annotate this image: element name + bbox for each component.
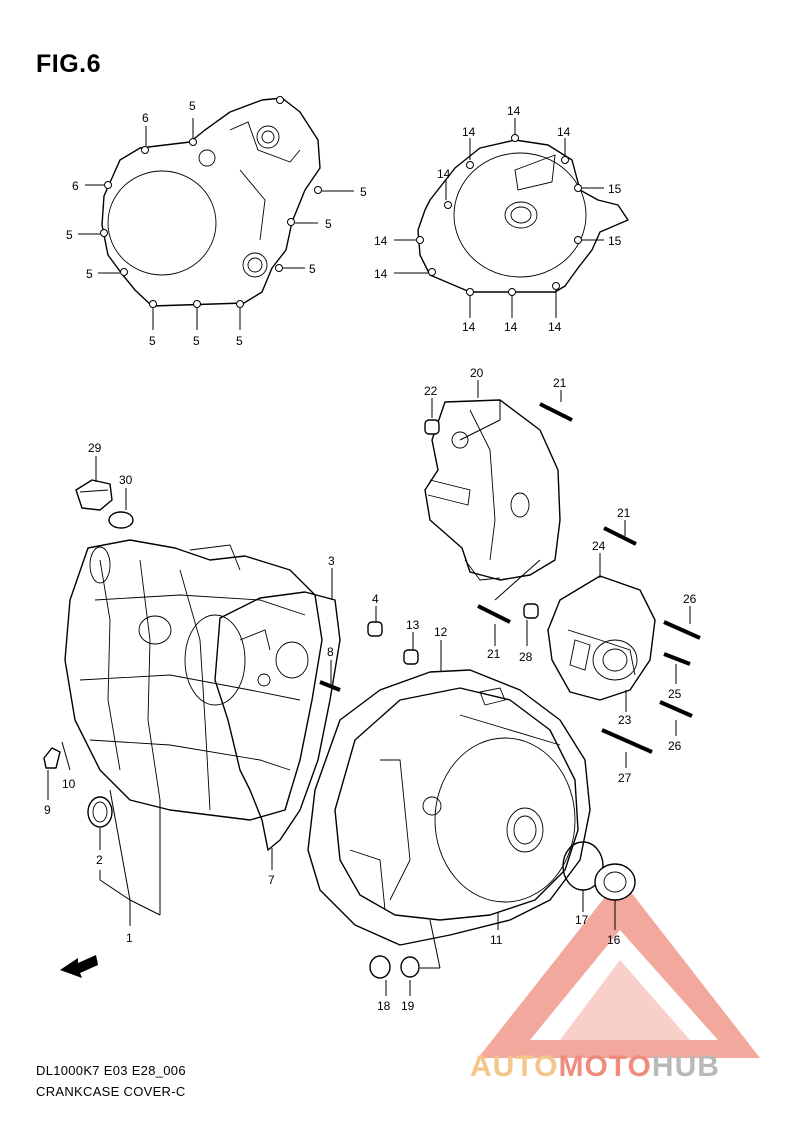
part-16-plug <box>594 863 636 901</box>
callout-14: 14 <box>557 125 571 139</box>
callout-28: 28 <box>519 650 533 664</box>
callout-14: 14 <box>548 320 562 334</box>
callout-26: 26 <box>683 592 697 606</box>
part-2-plug <box>87 796 113 828</box>
callout-17: 17 <box>575 913 589 927</box>
callout-22: 22 <box>424 384 438 398</box>
callout-3: 3 <box>328 554 335 568</box>
callout-26: 26 <box>668 739 682 753</box>
callout-21: 21 <box>553 376 567 390</box>
callout-25: 25 <box>668 687 682 701</box>
part-12-gasket <box>307 669 591 946</box>
callout-8: 8 <box>327 645 334 659</box>
callout-21: 21 <box>617 506 631 520</box>
part-22-dowel <box>424 419 440 435</box>
callout-14: 14 <box>437 167 451 181</box>
model-code: DL1000K7 E03 E28_006 <box>36 1063 186 1078</box>
part-28-dowel <box>523 603 539 619</box>
callout-14: 14 <box>374 267 388 281</box>
part-8-bolt <box>319 680 341 692</box>
part-20-cover <box>424 399 561 581</box>
callout-6: 6 <box>142 111 149 125</box>
fwd-arrow-icon <box>60 955 98 978</box>
leader-lines <box>47 118 691 996</box>
callout-15: 15 <box>608 234 622 248</box>
part-1-crankcase <box>64 539 323 821</box>
figure-title: FIG.6 <box>36 50 102 78</box>
callout-5: 5 <box>189 99 196 113</box>
fwd-label: FWD <box>70 953 101 977</box>
callout-6: 6 <box>72 179 79 193</box>
watermark-brand: AUTOMOTOHUB <box>470 1050 720 1084</box>
callout-27: 27 <box>618 771 632 785</box>
part-21-bolts <box>477 402 637 624</box>
callout-18: 18 <box>377 999 391 1013</box>
callout-2: 2 <box>96 853 103 867</box>
section-name: CRANKCASE COVER-C <box>36 1084 186 1099</box>
part-30-o-ring <box>108 511 134 529</box>
part-11-cover <box>334 687 579 921</box>
callout-15: 15 <box>608 182 622 196</box>
callout-14: 14 <box>507 104 521 118</box>
callout-14: 14 <box>462 125 476 139</box>
gasket-left-top <box>100 96 322 308</box>
callout-5: 5 <box>66 228 73 242</box>
callout-9: 9 <box>44 803 51 817</box>
callout-21: 21 <box>487 647 501 661</box>
part-13-dowel <box>403 649 419 665</box>
part-4-dowel <box>367 621 383 637</box>
callout-29: 29 <box>88 441 102 455</box>
callout-11: 11 <box>490 933 503 947</box>
callout-23: 23 <box>618 713 632 727</box>
callout-19: 19 <box>401 999 415 1013</box>
callout-1: 1 <box>126 931 133 945</box>
part-24-cover <box>547 575 656 701</box>
callout-14: 14 <box>374 234 388 248</box>
callout-30: 30 <box>119 473 133 487</box>
callout-24: 24 <box>592 539 606 553</box>
watermark-hub: HUB <box>651 1050 720 1083</box>
callout-5: 5 <box>360 185 367 199</box>
callout-13: 13 <box>406 618 420 632</box>
part-9-bolt <box>43 747 61 769</box>
watermark-triangle-icon <box>478 878 760 1058</box>
part-3-gasket <box>214 591 341 851</box>
callout-14: 14 <box>504 320 518 334</box>
callout-20: 20 <box>470 366 484 380</box>
callout-4: 4 <box>372 592 379 606</box>
callout-16: 16 <box>607 933 621 947</box>
callout-5: 5 <box>149 334 156 348</box>
callout-10: 10 <box>62 777 76 791</box>
watermark-auto: AUTO <box>470 1050 559 1083</box>
callout-7: 7 <box>268 873 275 887</box>
part-19-gasket <box>400 956 420 978</box>
callout-12: 12 <box>434 625 448 639</box>
callout-5: 5 <box>325 217 332 231</box>
callout-5: 5 <box>236 334 243 348</box>
watermark-moto: MOTO <box>558 1050 652 1083</box>
callout-labels: 5 6 6 5 5 5 5 5 5 5 5 14 14 14 14 14 14 … <box>44 99 697 1013</box>
gasket-right-top <box>416 134 629 296</box>
callout-5: 5 <box>86 267 93 281</box>
part-29-oil-cap <box>75 479 113 511</box>
callout-5: 5 <box>193 334 200 348</box>
callout-14: 14 <box>462 320 476 334</box>
part-25-26-27-bolts <box>601 620 701 754</box>
part-18-plug <box>369 955 391 979</box>
callout-5: 5 <box>309 262 316 276</box>
